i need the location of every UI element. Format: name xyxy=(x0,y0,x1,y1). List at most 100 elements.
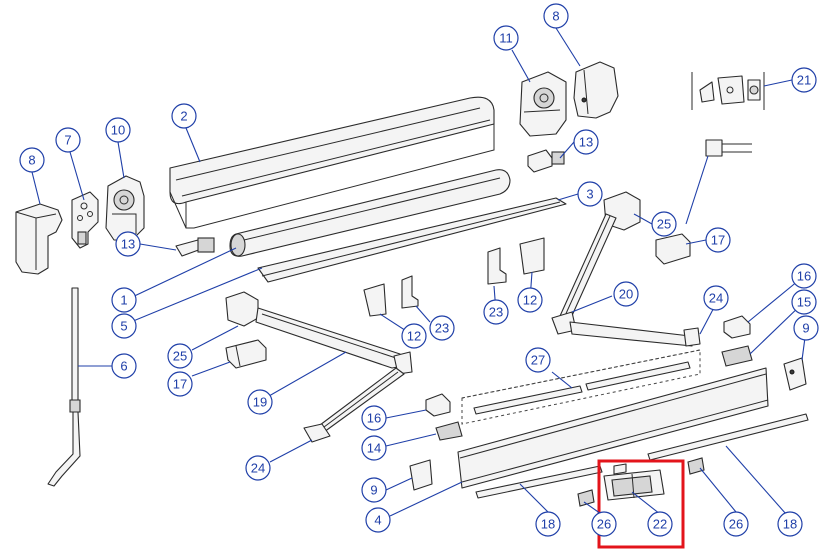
callout-label: 26 xyxy=(597,517,611,532)
callout-label: 13 xyxy=(121,237,135,252)
part-7-bracket xyxy=(71,191,99,249)
part-8-left-end-cap xyxy=(15,203,63,275)
callout-12: 12 xyxy=(517,287,543,313)
part-16-right-clip xyxy=(723,315,751,339)
callout-18: 18 xyxy=(777,511,803,537)
callout-label: 16 xyxy=(367,411,381,426)
callout-label: 13 xyxy=(579,135,593,150)
callout-18: 18 xyxy=(535,511,561,537)
callout-label: 9 xyxy=(370,483,377,498)
callout-22: 22 xyxy=(647,511,673,537)
right-arm-assembly xyxy=(551,191,701,347)
part-17-right-cover xyxy=(655,233,691,265)
callout-label: 18 xyxy=(783,517,797,532)
callout-15: 15 xyxy=(791,289,817,315)
callout-8: 8 xyxy=(543,3,569,29)
left-arm-assembly xyxy=(225,291,413,443)
part-21-bracket-detail xyxy=(691,72,765,110)
callout-21: 21 xyxy=(791,67,817,93)
callout-label: 18 xyxy=(541,517,555,532)
callout-label: 17 xyxy=(711,233,725,248)
callout-9: 9 xyxy=(361,477,387,503)
part-27-rod-group xyxy=(461,349,701,425)
part-26-left-clip xyxy=(577,489,595,507)
callout-16: 16 xyxy=(791,263,817,289)
callout-23: 23 xyxy=(483,299,509,325)
callout-12: 12 xyxy=(401,323,427,349)
callout-13: 13 xyxy=(573,129,599,155)
callout-5: 5 xyxy=(111,313,137,339)
callout-label: 8 xyxy=(552,9,559,24)
callout-label: 6 xyxy=(120,359,127,374)
callout-label: 12 xyxy=(407,329,421,344)
part-11-motor xyxy=(519,71,567,137)
callout-8: 8 xyxy=(19,147,45,173)
part-18-rail-left xyxy=(475,465,603,499)
part-9-right-end-cap xyxy=(783,357,807,391)
part-12-bracket-right xyxy=(519,237,545,275)
callout-26: 26 xyxy=(591,511,617,537)
highlight-box xyxy=(597,459,685,549)
callout-24: 24 xyxy=(245,455,271,481)
callout-label: 22 xyxy=(653,517,667,532)
callout-label: 9 xyxy=(802,321,809,336)
part-4-front-bar xyxy=(457,367,769,489)
callout-23: 23 xyxy=(429,315,455,341)
part-13-right-plug xyxy=(527,149,565,173)
callout-17: 17 xyxy=(167,371,193,397)
part-6-crank-handle xyxy=(47,287,81,487)
callout-26: 26 xyxy=(723,511,749,537)
callout-10: 10 xyxy=(105,117,131,143)
callouts: 8 7 10 2 11 8 21 13 3 25 17 13 1 5 23 12… xyxy=(19,3,819,537)
callout-24: 24 xyxy=(703,285,729,311)
callout-3: 3 xyxy=(577,181,603,207)
callout-label: 17 xyxy=(173,377,187,392)
part-26-right-clip xyxy=(687,457,705,475)
callout-label: 19 xyxy=(253,395,267,410)
callout-label: 14 xyxy=(367,441,381,456)
callout-label: 10 xyxy=(111,123,125,138)
part-14-clip xyxy=(435,421,463,441)
callout-label: 1 xyxy=(120,293,127,308)
part-25-right-connector xyxy=(705,139,752,157)
part-13-left-plug xyxy=(175,237,215,257)
part-12-bracket-left xyxy=(363,283,387,317)
callout-label: 4 xyxy=(374,513,381,528)
callout-label: 20 xyxy=(619,287,633,302)
callout-label: 3 xyxy=(586,187,593,202)
callout-25: 25 xyxy=(167,343,193,369)
callout-label: 21 xyxy=(797,73,811,88)
callout-2: 2 xyxy=(171,103,197,129)
part-16-left-clip xyxy=(425,393,451,417)
leader-lines xyxy=(31,27,807,517)
callout-13: 13 xyxy=(115,231,141,257)
part-8-right-end-cap xyxy=(573,61,619,119)
callout-25: 25 xyxy=(651,211,677,237)
part-15-clip xyxy=(721,345,753,367)
callout-6: 6 xyxy=(111,353,137,379)
callout-11: 11 xyxy=(493,25,519,51)
callout-label: 5 xyxy=(120,319,127,334)
callout-label: 24 xyxy=(709,291,723,306)
callout-4: 4 xyxy=(365,507,391,533)
callout-20: 20 xyxy=(613,281,639,307)
callout-label: 2 xyxy=(180,109,187,124)
part-9-left-end-cap xyxy=(409,459,433,491)
callout-label: 26 xyxy=(729,517,743,532)
callout-label: 23 xyxy=(435,321,449,336)
callout-7: 7 xyxy=(55,127,81,153)
part-22-slider xyxy=(603,463,665,501)
part-2-top-cover xyxy=(169,96,495,229)
callout-27: 27 xyxy=(525,347,551,373)
part-17-left-cover xyxy=(225,339,267,369)
callout-label: 25 xyxy=(657,217,671,232)
callout-label: 8 xyxy=(28,153,35,168)
callout-19: 19 xyxy=(247,389,273,415)
part-3-front-strip xyxy=(257,197,567,283)
callout-label: 25 xyxy=(173,349,187,364)
callout-label: 24 xyxy=(251,461,265,476)
callout-9: 9 xyxy=(793,315,819,341)
callout-1: 1 xyxy=(111,287,137,313)
callout-label: 11 xyxy=(499,31,513,46)
